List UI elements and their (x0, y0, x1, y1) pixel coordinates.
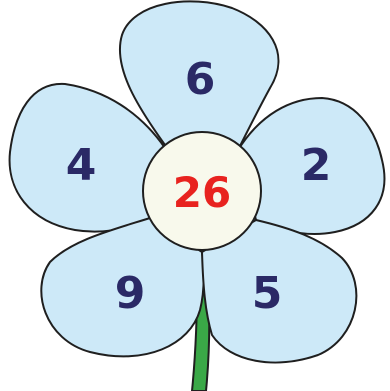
petal-lower-left-number: 9 (115, 268, 146, 319)
petal-lower-right-number: 5 (252, 268, 283, 319)
petal-top-number: 6 (185, 54, 216, 105)
petal-upper-left-number: 4 (66, 140, 97, 191)
center-number: 26 (173, 168, 231, 217)
petal-upper-right-number: 2 (301, 140, 332, 191)
